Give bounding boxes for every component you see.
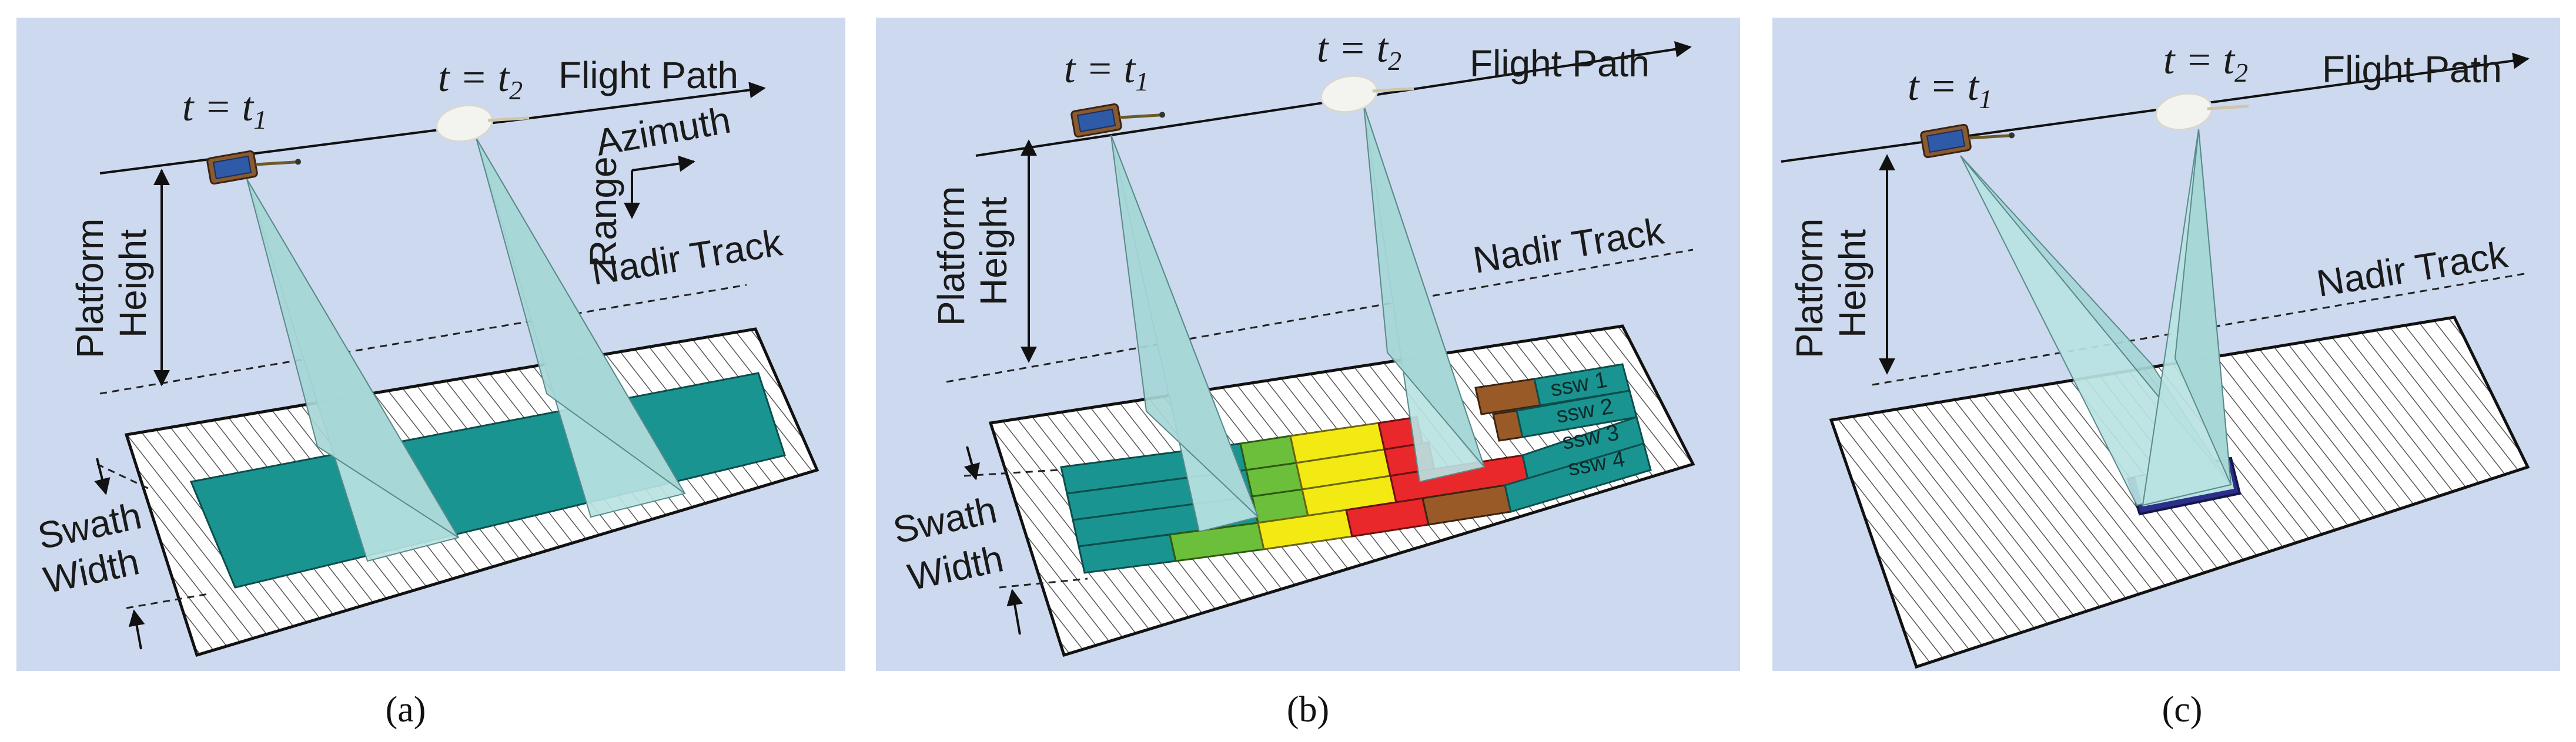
swath-edge-line-bottom — [126, 592, 212, 609]
beam-t2-side — [2174, 129, 2232, 485]
platform-height-label-line2: Height — [1831, 229, 1874, 338]
platform-height-label-line2: Height — [972, 197, 1015, 305]
panel-b-caption: (b) — [1287, 690, 1329, 730]
swath-width-arrow-top — [964, 446, 980, 481]
platform-height-label-line2: Height — [112, 229, 154, 338]
panel-a-caption: (a) — [386, 690, 426, 730]
panel-a: Flight Path Nadir Track Platform Height … — [16, 18, 845, 730]
beam-t2-side — [1363, 105, 1485, 468]
flight-path-arrow — [1781, 52, 2530, 163]
nadir-track-line — [946, 249, 1694, 383]
swath-width-arrow-bottom — [128, 609, 145, 650]
panel-b: Flight Path Nadir Track Platform Height — [876, 18, 1740, 730]
beam-t1-side — [246, 179, 459, 538]
panel-c: Flight Path Nadir Track Platform Height … — [1772, 18, 2560, 730]
panel-c-caption: (c) — [2162, 690, 2203, 730]
range-label: Range — [582, 156, 624, 267]
flight-path-label: Flight Path — [2322, 48, 2502, 90]
swath-width-arrow-bottom — [1006, 589, 1023, 635]
time-label-t1: t = t1 — [1064, 46, 1149, 96]
swath-edge-line-top — [96, 463, 153, 492]
beam-t1-side — [1110, 135, 1259, 518]
swath-width-arrow-top — [94, 458, 111, 495]
time-label-t2: t = t2 — [438, 55, 523, 105]
nadir-track-line — [99, 284, 747, 395]
platform-height-label-line1: Platform — [1788, 219, 1831, 358]
time-label-t2: t = t2 — [1317, 26, 1401, 76]
swath-edge-line-bottom — [999, 578, 1088, 589]
time-label-t1: t = t1 — [1908, 64, 1992, 114]
azimuth-arrow — [631, 155, 695, 172]
burst-ssw4-teal-end — [1504, 442, 1652, 513]
beam-t2-side — [476, 137, 685, 494]
time-label-t1: t = t1 — [182, 85, 267, 135]
flight-path-label: Flight Path — [558, 54, 738, 96]
platform-height-label-line1: Platform — [69, 219, 111, 358]
time-label-t2: t = t2 — [2163, 38, 2248, 88]
platform-height-label-line1: Platform — [930, 186, 972, 326]
flight-path-label: Flight Path — [1470, 42, 1650, 85]
